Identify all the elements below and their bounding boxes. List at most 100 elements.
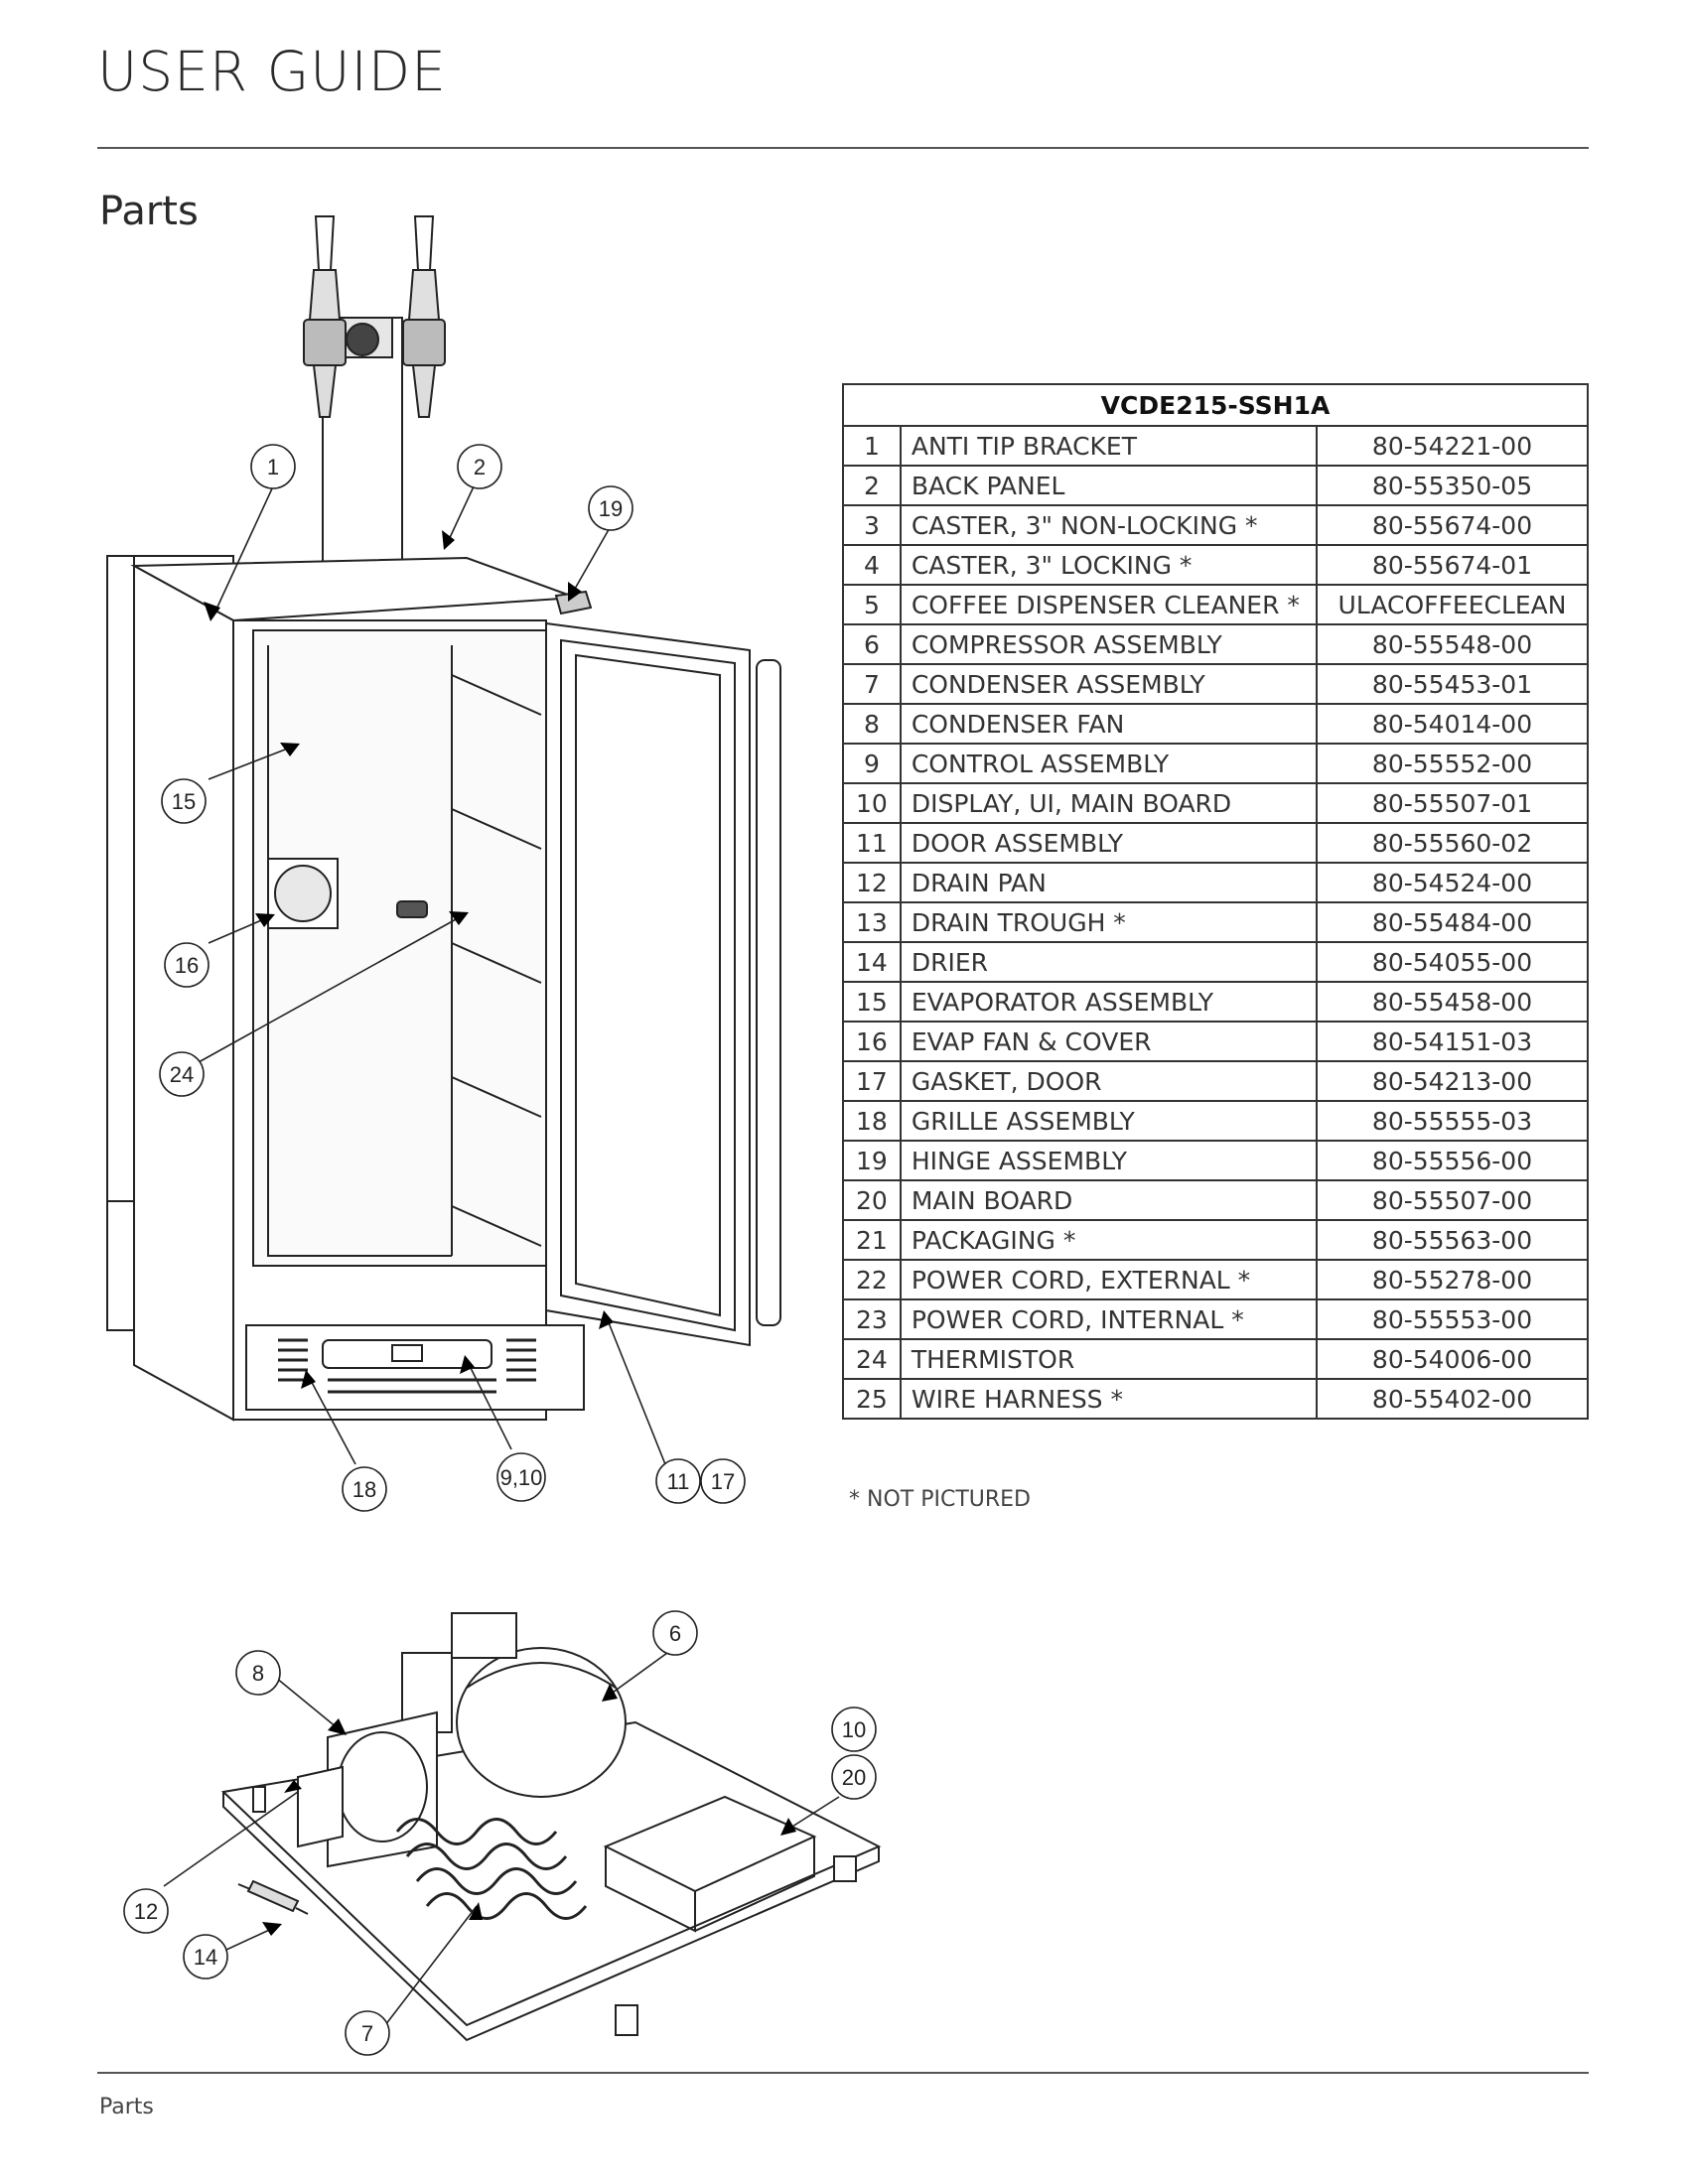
part-number-index: 6 xyxy=(842,623,902,665)
footer-section-label: Parts xyxy=(99,2095,154,2119)
callout-20: 20 xyxy=(842,1765,866,1790)
callout-1: 1 xyxy=(267,455,279,479)
callout-2: 2 xyxy=(474,455,486,479)
part-number-index: 23 xyxy=(842,1298,902,1340)
callout-14: 14 xyxy=(194,1945,217,1970)
part-description: DRIER xyxy=(899,941,1319,983)
part-code: 80-55674-00 xyxy=(1316,504,1589,546)
part-description: POWER CORD, EXTERNAL * xyxy=(899,1259,1319,1300)
part-description: GRILLE ASSEMBLY xyxy=(899,1100,1319,1142)
part-number-index: 10 xyxy=(842,782,902,824)
part-code: 80-55453-01 xyxy=(1316,663,1589,705)
callout-19: 19 xyxy=(599,496,623,521)
part-number-index: 5 xyxy=(842,584,902,625)
part-number-index: 17 xyxy=(842,1060,902,1102)
callout-24: 24 xyxy=(170,1062,194,1087)
part-description: DOOR ASSEMBLY xyxy=(899,822,1319,864)
part-description: ANTI TIP BRACKET xyxy=(899,425,1319,467)
guide-title: USER GUIDE xyxy=(97,40,447,103)
part-description: HINGE ASSEMBLY xyxy=(899,1140,1319,1181)
section-title: Parts xyxy=(99,189,199,234)
part-description: CONDENSER ASSEMBLY xyxy=(899,663,1319,705)
callout-8: 8 xyxy=(252,1661,264,1686)
part-description: COFFEE DISPENSER CLEANER * xyxy=(899,584,1319,625)
part-description: EVAP FAN & COVER xyxy=(899,1021,1319,1062)
table-model-header: VCDE215-SSH1A xyxy=(842,383,1589,427)
not-pictured-footnote: * NOT PICTURED xyxy=(849,1487,1031,1512)
part-description: WIRE HARNESS * xyxy=(899,1378,1319,1420)
part-code: 80-55552-00 xyxy=(1316,743,1589,784)
part-code: 80-55563-00 xyxy=(1316,1219,1589,1261)
part-code: 80-55278-00 xyxy=(1316,1259,1589,1300)
part-code: ULACOFFEECLEAN xyxy=(1316,584,1589,625)
part-number-index: 22 xyxy=(842,1259,902,1300)
part-description: DRAIN PAN xyxy=(899,862,1319,903)
header-divider xyxy=(97,147,1589,149)
tap-tower xyxy=(292,215,446,592)
machinery-compartment xyxy=(220,1612,882,2042)
part-number-index: 1 xyxy=(842,425,902,467)
callout-10: 10 xyxy=(842,1717,866,1742)
door xyxy=(545,621,781,1347)
part-number-index: 3 xyxy=(842,504,902,546)
part-code: 80-55560-02 xyxy=(1316,822,1589,864)
callout-18: 18 xyxy=(352,1477,376,1502)
part-number-index: 20 xyxy=(842,1179,902,1221)
part-code: 80-54213-00 xyxy=(1316,1060,1589,1102)
part-code: 80-55556-00 xyxy=(1316,1140,1589,1181)
part-code: 80-54221-00 xyxy=(1316,425,1589,467)
part-description: CASTER, 3" LOCKING * xyxy=(899,544,1319,586)
part-code: 80-54014-00 xyxy=(1316,703,1589,745)
part-code: 80-55507-01 xyxy=(1316,782,1589,824)
part-code: 80-55458-00 xyxy=(1316,981,1589,1023)
part-number-index: 19 xyxy=(842,1140,902,1181)
callout-17: 17 xyxy=(711,1469,735,1494)
part-code: 80-55350-05 xyxy=(1316,465,1589,506)
part-number-index: 25 xyxy=(842,1378,902,1420)
part-code: 80-54006-00 xyxy=(1316,1338,1589,1380)
part-description: GASKET, DOOR xyxy=(899,1060,1319,1102)
callout-6: 6 xyxy=(669,1621,681,1646)
callout-9-10: 9,10 xyxy=(500,1465,543,1490)
part-number-index: 12 xyxy=(842,862,902,903)
part-description: CASTER, 3" NON-LOCKING * xyxy=(899,504,1319,546)
part-number-index: 16 xyxy=(842,1021,902,1062)
callout-labels: 1 2 19 15 16 24 18 9,10 11 17 6 8 10 20 … xyxy=(134,455,866,2046)
leader-arrowheads-lower xyxy=(262,1684,796,1936)
footer-divider xyxy=(97,2072,1589,2074)
cabinet xyxy=(106,555,585,1422)
part-code: 80-55674-01 xyxy=(1316,544,1589,586)
leader-arrowheads-upper xyxy=(204,530,614,1389)
part-code: 80-55553-00 xyxy=(1316,1298,1589,1340)
callout-circles xyxy=(123,444,877,2056)
part-description: POWER CORD, INTERNAL * xyxy=(899,1298,1319,1340)
part-number-index: 21 xyxy=(842,1219,902,1261)
part-number-index: 2 xyxy=(842,465,902,506)
part-description: PACKAGING * xyxy=(899,1219,1319,1261)
part-number-index: 18 xyxy=(842,1100,902,1142)
part-description: DRAIN TROUGH * xyxy=(899,901,1319,943)
callout-15: 15 xyxy=(172,789,196,814)
part-description: COMPRESSOR ASSEMBLY xyxy=(899,623,1319,665)
part-number-index: 11 xyxy=(842,822,902,864)
part-number-index: 13 xyxy=(842,901,902,943)
